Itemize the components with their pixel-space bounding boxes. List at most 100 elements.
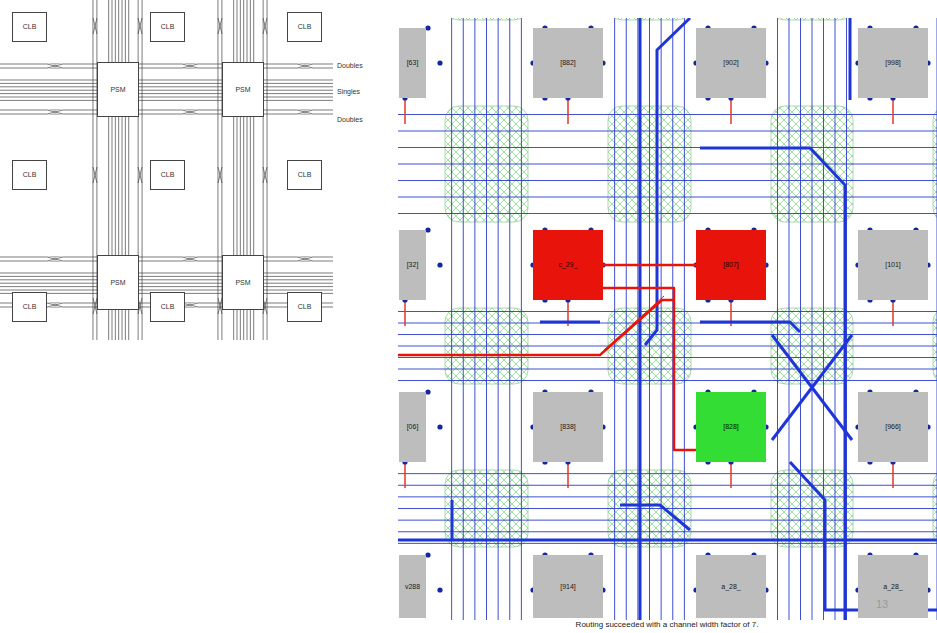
channel-track: [474, 18, 475, 620]
logic-block: [06]: [399, 392, 426, 462]
wire-crossover: [138, 167, 142, 183]
wire-crossover: [138, 18, 142, 34]
clb-box: CLB: [287, 160, 322, 190]
block-pin: [425, 25, 430, 30]
channel-track: [498, 18, 499, 620]
channel-track: [398, 496, 937, 497]
wire-crossover: [263, 18, 267, 34]
fpga-wiring: [0, 0, 333, 340]
critical-net-connector: [603, 288, 696, 450]
pin-wire: [892, 462, 894, 488]
routing-wire: [0, 93, 333, 94]
routing-wire: [217, 0, 218, 340]
pin-wire: [567, 98, 569, 124]
channel-track: [398, 311, 937, 312]
clb-box: CLB: [150, 292, 185, 322]
channel-track: [463, 18, 464, 620]
block-label: PSM: [110, 86, 125, 94]
pin-wire: [892, 98, 894, 124]
psm-box: PSM: [222, 62, 264, 117]
block-label: [828]: [723, 423, 739, 431]
channel-track: [398, 520, 937, 521]
wire-crossover: [263, 167, 267, 183]
clb-box: CLB: [150, 12, 185, 42]
routing-wire: [0, 283, 333, 284]
routing-wire: [0, 279, 333, 280]
channel-track: [398, 380, 937, 381]
channel-track: [398, 164, 937, 165]
net-sink-block: [807]: [696, 230, 766, 300]
switch-box: [933, 18, 937, 20]
wire-crossover: [297, 257, 313, 261]
critical-net: [398, 300, 674, 355]
wire-crossover: [297, 64, 313, 68]
block-label: PSM: [235, 279, 250, 287]
routing-wire: [0, 90, 333, 91]
channel-track: [777, 18, 778, 620]
block-label: CLB: [298, 171, 312, 179]
channel-track: [398, 131, 937, 132]
channel-track: [398, 147, 937, 148]
wire-class-label: Doubles: [336, 62, 364, 70]
pin-wire: [404, 300, 406, 326]
block-label: [06]: [407, 423, 419, 431]
block-label: CLB: [161, 171, 175, 179]
block-pin: [437, 424, 442, 429]
channel-track: [398, 357, 937, 358]
block-label: [838]: [560, 423, 576, 431]
wire-class-label: Doubles: [336, 116, 364, 124]
channel-track: [398, 334, 937, 335]
net-sink-block: [828]: [696, 392, 766, 462]
clb-box: CLB: [287, 12, 322, 42]
block-label: PSM: [110, 279, 125, 287]
channel-track: [789, 18, 790, 620]
logic-block: a_28_: [696, 555, 766, 618]
routed-net: [772, 335, 852, 440]
vpr-routing-view: [398, 18, 937, 620]
routed-net: [451, 500, 454, 540]
routed-net: [849, 18, 852, 100]
logic-block: [838]: [533, 392, 603, 462]
channel-track: [800, 18, 801, 620]
clb-box: CLB: [12, 160, 47, 190]
block-label: CLB: [161, 303, 175, 311]
psm-box: PSM: [97, 255, 139, 310]
wire-crossover: [182, 110, 198, 114]
block-label: CLB: [23, 303, 37, 311]
routing-wire: [0, 286, 333, 287]
channel-track: [451, 18, 452, 620]
wire-crossover: [218, 18, 222, 34]
psm-box: PSM: [97, 62, 139, 117]
block-label: [882]: [560, 59, 576, 67]
channel-track: [835, 18, 836, 620]
wire-crossover: [297, 110, 313, 114]
channel-track: [486, 18, 487, 620]
wire-class-label: Singles: [336, 88, 361, 96]
block-label: a_28_: [883, 583, 902, 591]
logic-block: [63]: [399, 28, 426, 98]
routing-wire: [0, 276, 333, 277]
routing-wire: [0, 83, 333, 84]
routed-net: [772, 335, 852, 440]
channel-track: [812, 18, 813, 620]
logic-block: [966]: [858, 392, 928, 462]
logic-block: [914]: [533, 555, 603, 618]
channel-track: [614, 18, 615, 620]
channel-track: [398, 485, 937, 486]
channel-track: [684, 18, 685, 620]
psm-box: PSM: [222, 255, 264, 310]
block-label: [902]: [723, 59, 739, 67]
channel-track: [509, 18, 510, 620]
wire-crossover: [47, 303, 63, 307]
channel-track: [398, 369, 937, 370]
routing-wire: [0, 97, 333, 98]
routed-net: [700, 148, 845, 620]
routed-net: [540, 321, 600, 324]
block-label: CLB: [23, 171, 37, 179]
channel-track: [398, 346, 937, 347]
channel-track: [398, 473, 937, 474]
pin-wire: [567, 462, 569, 488]
clb-box: CLB: [12, 12, 47, 42]
wire-crossover: [47, 257, 63, 261]
